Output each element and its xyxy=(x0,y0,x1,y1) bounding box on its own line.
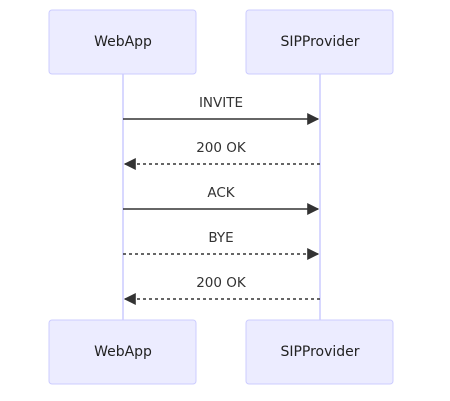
message-bye-label: BYE xyxy=(208,230,233,246)
message-bye: BYE xyxy=(123,230,320,260)
message-invite-label: INVITE xyxy=(199,95,243,111)
actor-sipprovider-top-label: SIPProvider xyxy=(280,34,359,50)
message-200ok-2-label: 200 OK xyxy=(196,275,247,291)
message-invite: INVITE xyxy=(123,95,320,125)
actor-webapp-bottom-label: WebApp xyxy=(94,344,152,360)
actor-sipprovider-bottom: SIPProvider xyxy=(245,319,394,385)
message-200ok-1-label: 200 OK xyxy=(196,140,247,156)
actor-sipprovider-top: SIPProvider xyxy=(245,9,394,75)
actor-webapp-bottom: WebApp xyxy=(48,319,197,385)
actor-webapp-top: WebApp xyxy=(48,9,197,75)
message-ack-label: ACK xyxy=(207,185,235,201)
message-ack: ACK xyxy=(123,185,320,215)
actor-webapp-top-label: WebApp xyxy=(94,34,152,50)
message-200ok-2: 200 OK xyxy=(123,275,320,305)
message-200ok-1: 200 OK xyxy=(123,140,320,170)
actor-sipprovider-bottom-label: SIPProvider xyxy=(280,344,359,360)
